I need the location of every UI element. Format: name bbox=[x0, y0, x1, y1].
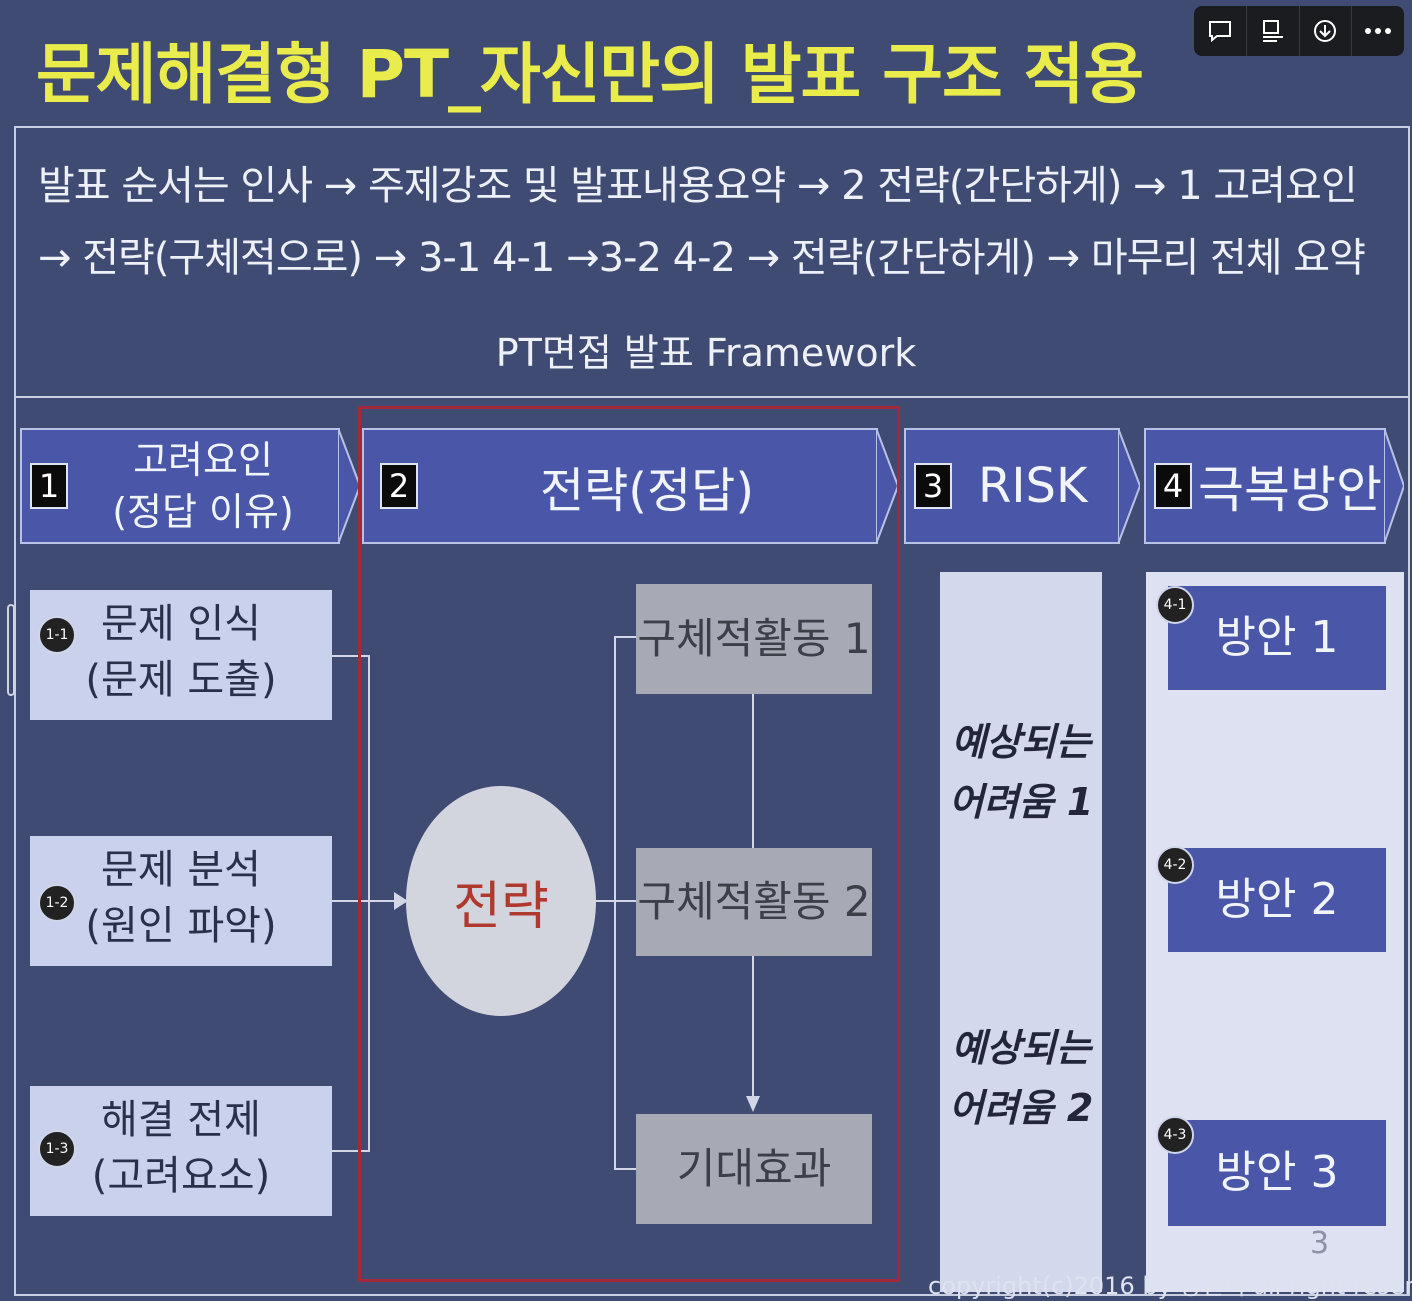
factor-badge: 1-1 bbox=[38, 616, 76, 654]
page-number: 3 bbox=[1310, 1226, 1330, 1261]
presentation-order: 발표 순서는 인사 → 주제강조 및 발표내용요약 → 2 전략(간단하게) →… bbox=[38, 150, 1388, 294]
solution-box-1: 방안 1 bbox=[1168, 586, 1386, 690]
arrow-head bbox=[746, 1096, 760, 1112]
connector-line bbox=[614, 636, 636, 638]
header-risk: 3 RISK bbox=[904, 428, 1120, 544]
strategy-circle: 전략 bbox=[406, 786, 596, 1016]
risk-line2: 어려움 1 bbox=[948, 780, 1094, 824]
notes-icon[interactable] bbox=[1245, 6, 1299, 56]
connector-line bbox=[614, 636, 616, 1170]
framework-area bbox=[14, 394, 1410, 1296]
connector-line bbox=[332, 1150, 370, 1152]
copyright-text: copyright(c)2016 by 강민혁 all right reserv… bbox=[928, 1272, 1412, 1300]
solution-badge: 4-1 bbox=[1156, 586, 1194, 624]
left-scroll-handle[interactable] bbox=[7, 604, 15, 696]
more-icon[interactable] bbox=[1351, 6, 1404, 56]
solution-box-2: 방안 2 bbox=[1168, 848, 1386, 952]
viewer-toolbar bbox=[1194, 6, 1404, 56]
factor-badge: 1-3 bbox=[38, 1130, 76, 1168]
header-number: 1 bbox=[30, 463, 68, 509]
order-line-1: 발표 순서는 인사 → 주제강조 및 발표내용요약 → 2 전략(간단하게) →… bbox=[38, 163, 1358, 209]
header-label-line2: (정답 이유) bbox=[112, 490, 294, 534]
comment-icon[interactable] bbox=[1194, 6, 1246, 56]
order-line-2: → 전략(구체적으로) → 3-1 4-1 →3-2 4-2 → 전략(간단하게… bbox=[38, 235, 1366, 281]
solution-box-3: 방안 3 bbox=[1168, 1120, 1386, 1226]
connector-line bbox=[596, 900, 616, 902]
factor-line2: (문제 도출) bbox=[85, 657, 277, 703]
factor-line1: 문제 분석 bbox=[101, 847, 261, 893]
header-considerations: 1 고려요인 (정답 이유) bbox=[20, 428, 340, 544]
risk-item-1: 예상되는 어려움 1 bbox=[940, 712, 1102, 832]
header-label-line1: 고려요인 bbox=[133, 438, 273, 482]
arrow-head bbox=[394, 892, 408, 910]
risk-column bbox=[940, 572, 1102, 1292]
header-label: 전략(정답) bbox=[539, 463, 755, 519]
header-label: 고려요인 (정답 이유) bbox=[68, 434, 338, 538]
factor-box: 해결 전제 (고려요소) bbox=[30, 1086, 332, 1216]
header-number: 3 bbox=[914, 463, 952, 509]
solution-badge: 4-3 bbox=[1156, 1116, 1194, 1154]
factor-line1: 해결 전제 bbox=[101, 1097, 261, 1143]
risk-line1: 예상되는 bbox=[951, 1026, 1091, 1070]
factor-badge: 1-2 bbox=[38, 884, 76, 922]
header-arrow bbox=[876, 428, 898, 544]
header-solutions: 4 극복방안 bbox=[1144, 428, 1386, 544]
activity-box-2: 구체적활동 2 bbox=[636, 848, 872, 956]
solution-badge: 4-2 bbox=[1156, 846, 1194, 884]
factor-line2: (고려요소) bbox=[91, 1153, 271, 1199]
activity-box-1: 구체적활동 1 bbox=[636, 584, 872, 694]
header-number: 2 bbox=[380, 463, 418, 509]
factor-box: 문제 인식 (문제 도출) bbox=[30, 590, 332, 720]
expected-effect-box: 기대효과 bbox=[636, 1114, 872, 1224]
header-arrow bbox=[1118, 428, 1140, 544]
factor-line2: (원인 파악) bbox=[85, 903, 277, 949]
header-label: RISK bbox=[978, 458, 1088, 514]
header-number: 4 bbox=[1154, 463, 1192, 509]
download-icon[interactable] bbox=[1298, 6, 1352, 56]
header-strategy: 2 전략(정답) bbox=[362, 428, 878, 544]
header-arrow bbox=[338, 428, 360, 544]
connector-line bbox=[614, 900, 636, 902]
header-label: 극복방안 bbox=[1198, 461, 1382, 519]
framework-title: PT면접 발표 Framework bbox=[495, 331, 917, 375]
factor-box: 문제 분석 (원인 파악) bbox=[30, 836, 332, 966]
risk-item-2: 예상되는 어려움 2 bbox=[940, 1018, 1102, 1138]
risk-line1: 예상되는 bbox=[951, 720, 1091, 764]
strategy-highlight-frame bbox=[358, 406, 900, 1282]
slide-title: 문제해결형 PT_자신만의 발표 구조 적용 bbox=[36, 36, 1144, 113]
order-box bbox=[14, 126, 1410, 398]
connector-line bbox=[332, 655, 370, 657]
connector-line bbox=[368, 655, 370, 1151]
risk-line2: 어려움 2 bbox=[948, 1086, 1094, 1130]
factor-line1: 문제 인식 bbox=[101, 601, 261, 647]
connector-line bbox=[614, 1168, 636, 1170]
header-arrow bbox=[1384, 428, 1404, 544]
connector-line bbox=[332, 900, 400, 902]
